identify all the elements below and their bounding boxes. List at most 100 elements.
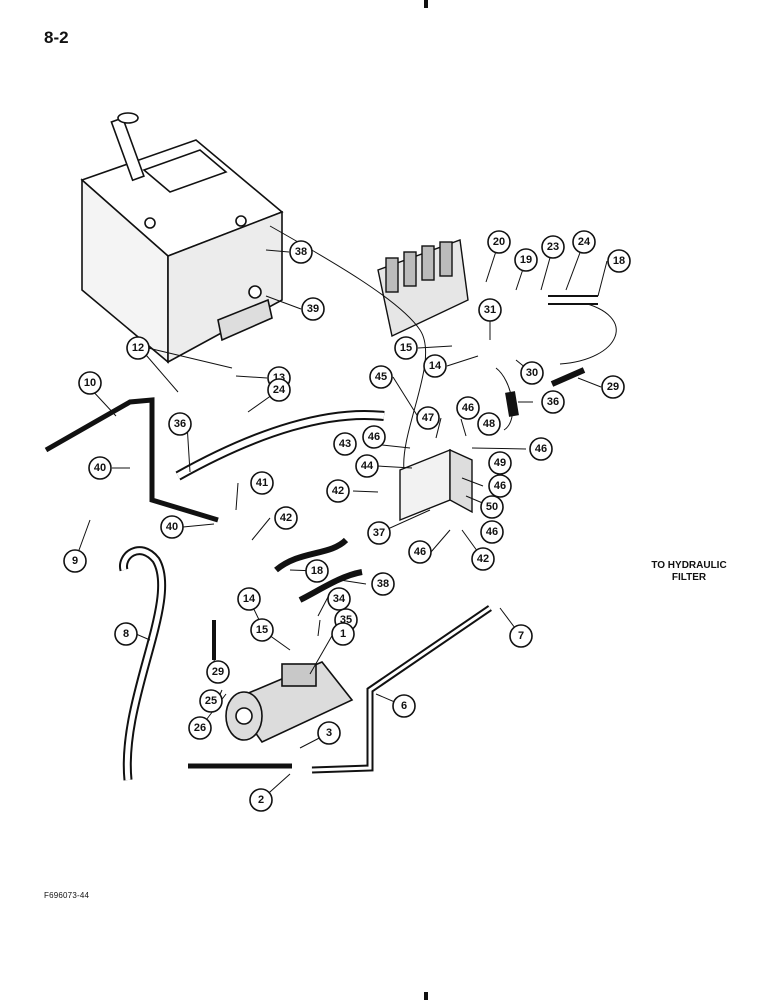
- callout-14-pump: 14: [237, 587, 261, 611]
- callout-14-valve: 14: [423, 354, 447, 378]
- svg-text:12: 12: [132, 342, 144, 354]
- svg-text:19: 19: [520, 254, 532, 266]
- callout-24-valve: 24: [572, 230, 596, 254]
- svg-text:46: 46: [494, 480, 506, 492]
- svg-text:36: 36: [174, 418, 186, 430]
- svg-text:29: 29: [212, 666, 224, 678]
- svg-text:48: 48: [483, 418, 495, 430]
- svg-text:15: 15: [256, 624, 268, 636]
- svg-text:42: 42: [280, 512, 292, 524]
- callout-7: 7: [509, 624, 533, 648]
- svg-text:23: 23: [547, 241, 559, 253]
- callout-37: 37: [367, 521, 391, 545]
- reservoir-tank: [80, 112, 284, 364]
- svg-text:45: 45: [375, 371, 387, 383]
- callout-47: 47: [416, 406, 440, 430]
- callout-40-lower: 40: [160, 515, 184, 539]
- callout-42-bottom: 42: [471, 547, 495, 571]
- svg-text:31: 31: [484, 304, 496, 316]
- svg-text:7: 7: [518, 630, 524, 642]
- mounting-bracket: [399, 448, 473, 522]
- callout-50: 50: [480, 495, 504, 519]
- callout-45: 45: [369, 365, 393, 389]
- svg-text:14: 14: [429, 360, 442, 372]
- callout-38-pump-hose: 38: [371, 572, 395, 596]
- callout-25: 25: [199, 689, 223, 713]
- callout-36-valve-tube: 36: [541, 390, 565, 414]
- callout-34: 34: [327, 587, 351, 611]
- svg-text:50: 50: [486, 501, 498, 513]
- top-tick-mark: [424, 0, 428, 8]
- callout-40-upper: 40: [88, 456, 112, 480]
- callout-46-top: 46: [456, 396, 480, 420]
- svg-text:24: 24: [273, 384, 286, 396]
- control-valve: [377, 239, 469, 338]
- svg-text:40: 40: [94, 462, 106, 474]
- svg-text:6: 6: [401, 700, 407, 712]
- svg-text:46: 46: [486, 526, 498, 538]
- svg-text:34: 34: [333, 593, 346, 605]
- callout-3: 3: [317, 721, 341, 745]
- callout-46-mid: 46: [488, 474, 512, 498]
- svg-text:2: 2: [258, 794, 264, 806]
- callout-8: 8: [114, 622, 138, 646]
- callout-41: 41: [250, 471, 274, 495]
- callout-10: 10: [78, 371, 102, 395]
- svg-text:36: 36: [547, 396, 559, 408]
- callout-49: 49: [488, 451, 512, 475]
- callout-36-pressure-hose: 36: [168, 412, 192, 436]
- callout-18-valve-hose: 18: [607, 249, 631, 273]
- callout-15-valve: 15: [394, 336, 418, 360]
- hydraulic-pump: [225, 661, 354, 744]
- svg-text:46: 46: [368, 431, 380, 443]
- svg-text:39: 39: [307, 303, 319, 315]
- hoses-and-tubes: [44, 225, 617, 781]
- callout-29-pump: 29: [206, 660, 230, 684]
- svg-text:47: 47: [422, 412, 434, 424]
- callout-24-tank: 24: [267, 378, 291, 402]
- svg-text:3: 3: [326, 727, 332, 739]
- svg-text:10: 10: [84, 377, 96, 389]
- callout-46-bracket: 46: [480, 520, 504, 544]
- figure-code: F696073-44: [44, 891, 90, 900]
- svg-text:1: 1: [340, 628, 346, 640]
- callout-15-pump: 15: [250, 618, 274, 642]
- callout-30: 30: [520, 361, 544, 385]
- svg-text:30: 30: [526, 367, 538, 379]
- svg-text:25: 25: [205, 695, 217, 707]
- svg-text:20: 20: [493, 236, 505, 248]
- page-number: 8-2: [44, 28, 69, 47]
- svg-text:46: 46: [535, 443, 547, 455]
- svg-text:38: 38: [295, 246, 307, 258]
- svg-text:40: 40: [166, 521, 178, 533]
- svg-text:44: 44: [361, 460, 374, 472]
- svg-text:14: 14: [243, 593, 256, 605]
- svg-text:49: 49: [494, 457, 506, 469]
- callout-12: 12: [126, 336, 150, 360]
- callout-46-right: 46: [529, 437, 553, 461]
- svg-text:9: 9: [72, 555, 78, 567]
- svg-text:43: 43: [339, 438, 351, 450]
- svg-text:26: 26: [194, 722, 206, 734]
- callout-31: 31: [478, 298, 502, 322]
- hydraulic-filter-note: TO HYDRAULIC FILTER: [651, 560, 727, 583]
- callout-19: 19: [514, 248, 538, 272]
- callout-46-left: 46: [362, 425, 386, 449]
- svg-text:8: 8: [123, 628, 129, 640]
- svg-text:41: 41: [256, 477, 268, 489]
- callout-46-bottom: 46: [408, 540, 432, 564]
- svg-text:18: 18: [613, 255, 625, 267]
- callout-43: 43: [333, 432, 357, 456]
- callout-29-valve: 29: [601, 375, 625, 399]
- svg-text:46: 46: [414, 546, 426, 558]
- callout-6: 6: [392, 694, 416, 718]
- callout-48: 48: [477, 412, 501, 436]
- callout-42-left: 42: [326, 479, 350, 503]
- svg-text:15: 15: [400, 342, 412, 354]
- callout-20: 20: [487, 230, 511, 254]
- callout-38-tank-hose: 38: [289, 240, 313, 264]
- callout-2: 2: [249, 788, 273, 812]
- callout-42-clamp: 42: [274, 506, 298, 530]
- svg-text:42: 42: [477, 553, 489, 565]
